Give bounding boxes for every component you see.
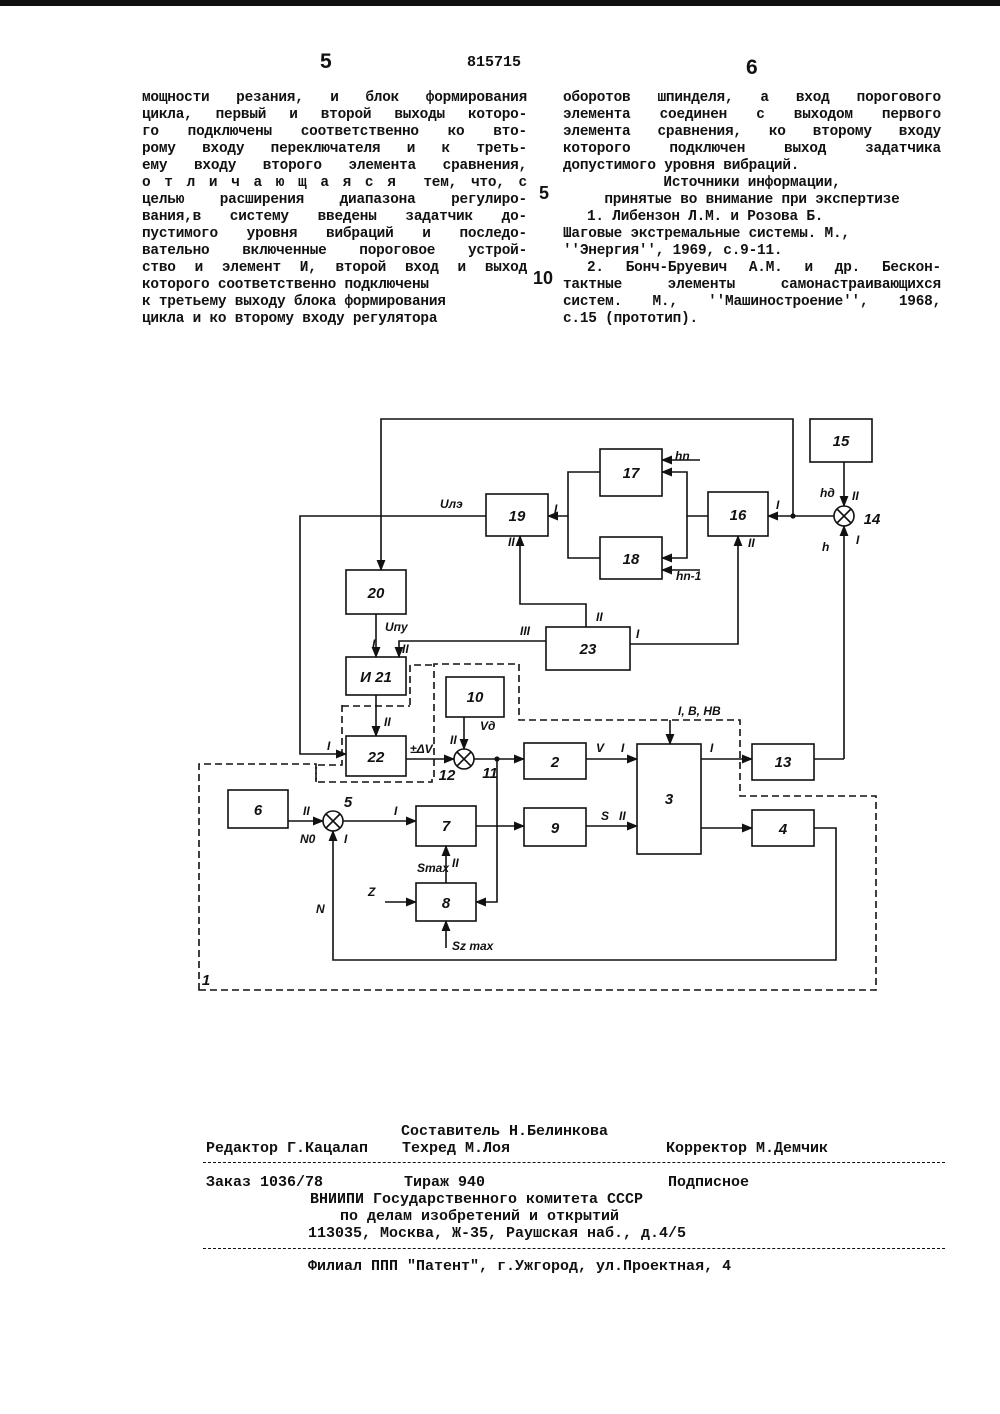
imprint-editor: Редактор Г.Кацалап — [206, 1140, 368, 1157]
imprint-rule-top — [203, 1162, 945, 1163]
signal-h-d: hд — [820, 486, 835, 500]
signal-h-n1: hn-1 — [676, 569, 702, 583]
signal-h-n: hn — [675, 449, 690, 463]
label-region-1: 1 — [202, 972, 210, 989]
imprint-corrector: Корректор М.Демчик — [666, 1140, 828, 1157]
imprint-branch: Филиал ППП "Патент", г.Ужгород, ул.Проек… — [308, 1258, 731, 1275]
label-block-20: 20 — [367, 585, 385, 602]
signal-s: S — [601, 809, 609, 823]
signal-n0: N0 — [300, 832, 316, 846]
signal-z: Z — [367, 885, 376, 899]
imprint-circulation: Тираж 940 — [404, 1174, 485, 1191]
label-block-6: 6 — [254, 802, 263, 819]
port-14-II: II — [852, 489, 859, 503]
port-21-II: II — [402, 642, 409, 656]
port-23-III: III — [520, 624, 531, 638]
imprint-org-line2: по делам изобретений и открытий — [340, 1208, 619, 1225]
label-junction-11: 11 — [482, 765, 498, 782]
label-block-8: 8 — [442, 895, 451, 912]
label-block-21: И 21 — [360, 669, 392, 686]
port-12-II: II — [450, 733, 457, 747]
label-block-7: 7 — [442, 818, 451, 835]
label-block-18: 18 — [623, 551, 640, 568]
wire-4-feedback — [333, 828, 836, 960]
signal-u-pu: Uпу — [385, 620, 409, 634]
summing-junction-14 — [834, 506, 854, 526]
port-3-II: II — [619, 809, 626, 823]
signal-delta-v: ±ΔV — [410, 742, 434, 756]
imprint-address: 113035, Москва, Ж-35, Раушская наб., д.4… — [308, 1225, 686, 1242]
port-3-I: I — [621, 741, 625, 755]
wire-23-to-16 — [630, 536, 738, 644]
label-block-17: 17 — [623, 465, 640, 482]
port-23-I: I — [636, 627, 640, 641]
label-block-19: 19 — [509, 508, 526, 525]
signal-s-max: Smax — [417, 861, 450, 875]
label-block-15: 15 — [833, 433, 850, 450]
label-block-22: 22 — [367, 749, 385, 766]
node-feedback — [790, 513, 795, 518]
signal-modes: I, В, НВ — [678, 704, 721, 718]
label-block-10: 10 — [467, 689, 484, 706]
signal-u-le: Uлэ — [440, 497, 463, 511]
label-block-16: 16 — [730, 507, 747, 524]
wire-18-to-19 — [568, 516, 600, 558]
imprint-techred: Техред М.Лоя — [402, 1140, 510, 1157]
wire-23-to-19 — [520, 536, 586, 627]
wire-23-to-21 — [399, 641, 546, 657]
imprint-org-line1: ВНИИПИ Государственного комитета СССР — [310, 1191, 643, 1208]
port-19-II: II — [508, 535, 515, 549]
label-block-9: 9 — [551, 820, 560, 837]
wire-feedback-top — [381, 419, 793, 570]
summing-junction-12 — [454, 749, 474, 769]
wire-16-to-18 — [662, 516, 687, 558]
label-junction-12: 12 — [439, 767, 456, 784]
label-block-3: 3 — [665, 791, 674, 808]
label-block-13: 13 — [775, 754, 792, 771]
signal-s-z-max: Sz max — [452, 939, 495, 953]
label-junction-14: 14 — [864, 511, 881, 528]
port-7-I: I — [394, 804, 398, 818]
port-5-I: I — [344, 832, 348, 846]
port-22-II: II — [384, 715, 391, 729]
label-junction-5: 5 — [344, 794, 353, 811]
imprint-rule-bottom — [203, 1248, 945, 1249]
port-14-I: I — [856, 533, 860, 547]
imprint-composer: Составитель Н.Белинкова — [401, 1123, 608, 1140]
port-23-II: II — [596, 610, 603, 624]
port-7-II: II — [452, 856, 459, 870]
imprint-order: Заказ 1036/78 — [206, 1174, 323, 1191]
port-16-I: I — [776, 498, 780, 512]
wire-19-out — [300, 516, 486, 754]
node-11 — [494, 756, 499, 761]
label-block-23: 23 — [579, 641, 597, 658]
signal-v-d: Vд — [480, 719, 495, 733]
signal-n: N — [316, 902, 325, 916]
signal-v: V — [596, 741, 605, 755]
label-block-4: 4 — [778, 821, 788, 838]
signal-h: h — [822, 540, 829, 554]
port-3-out-I: I — [710, 741, 714, 755]
dashed-boundary-top — [410, 665, 434, 705]
imprint-subscription: Подписное — [668, 1174, 749, 1191]
wire-16-to-17 — [662, 472, 708, 516]
port-6-II: II — [303, 804, 310, 818]
port-16-II: II — [748, 536, 755, 550]
port-19-I: I — [554, 502, 558, 516]
label-block-2: 2 — [550, 754, 560, 771]
summing-junction-5 — [323, 811, 343, 831]
port-22-I: I — [327, 739, 331, 753]
